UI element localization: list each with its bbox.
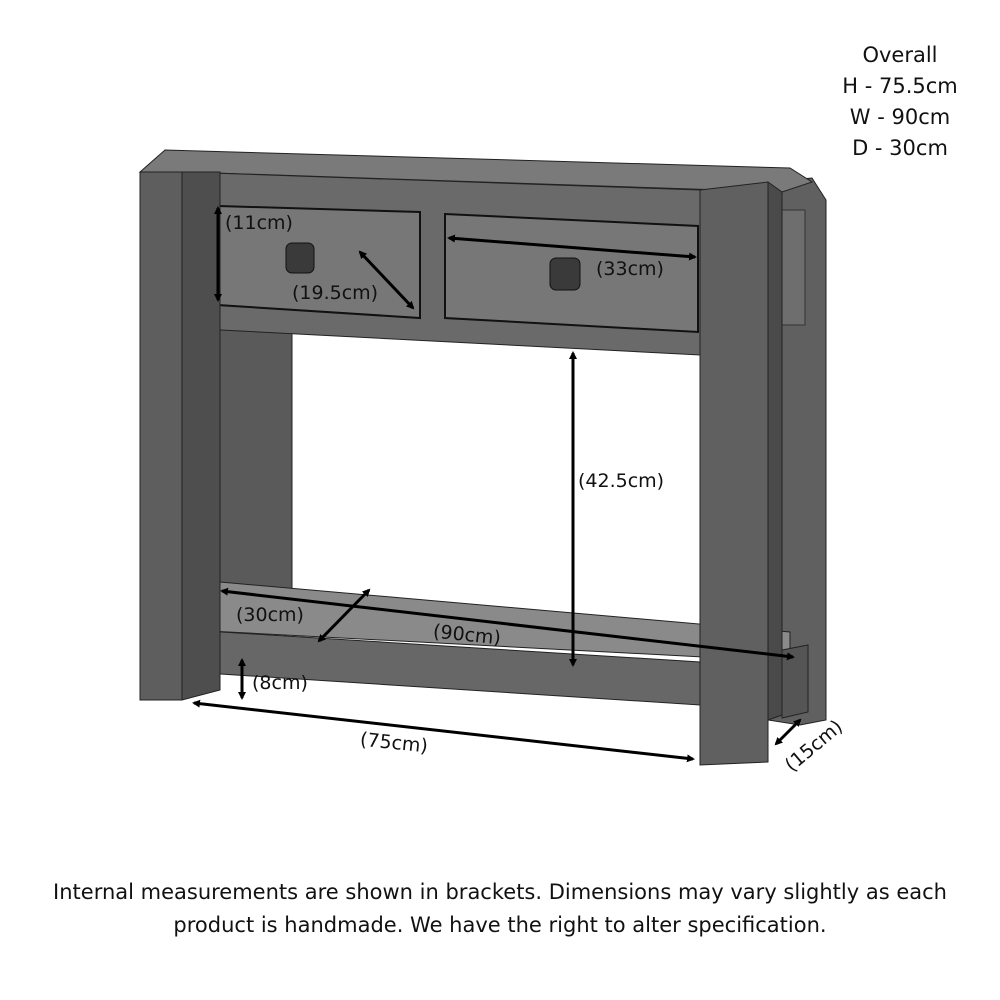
- note-line-2: product is handmade. We have the right t…: [173, 913, 827, 937]
- arrow-drawer-depth: [358, 250, 415, 310]
- arrow-leg-width: [774, 718, 802, 746]
- left-drawer-knob: [285, 242, 315, 274]
- label-floor-clearance: (8cm): [252, 672, 308, 694]
- arrow-drawer-width: [447, 234, 697, 261]
- label-drawer-height: (11cm): [225, 212, 293, 234]
- arrow-shelf-width: [220, 587, 795, 661]
- disclaimer-note: Internal measurements are shown in brack…: [20, 876, 980, 942]
- overall-width: W - 90cm: [849, 105, 951, 129]
- right-drawer-knob: [549, 257, 581, 291]
- label-drawer-depth: (19.5cm): [292, 282, 379, 304]
- overall-height: H - 75.5cm: [842, 74, 958, 98]
- note-line-1: Internal measurements are shown in brack…: [53, 880, 947, 904]
- overall-dimensions: Overall H - 75.5cm W - 90cm D - 30cm: [820, 40, 980, 164]
- front-right-leg: [699, 181, 769, 766]
- label-shelf-depth: (30cm): [236, 604, 304, 626]
- front-left-leg: [139, 171, 183, 701]
- arrow-leg-span: [192, 699, 695, 763]
- label-shelf-clearance: (42.5cm): [578, 470, 665, 492]
- overall-title: Overall: [862, 43, 938, 67]
- back-left-leg: [219, 324, 293, 613]
- label-drawer-width: (33cm): [596, 258, 664, 280]
- overall-depth: D - 30cm: [852, 136, 948, 160]
